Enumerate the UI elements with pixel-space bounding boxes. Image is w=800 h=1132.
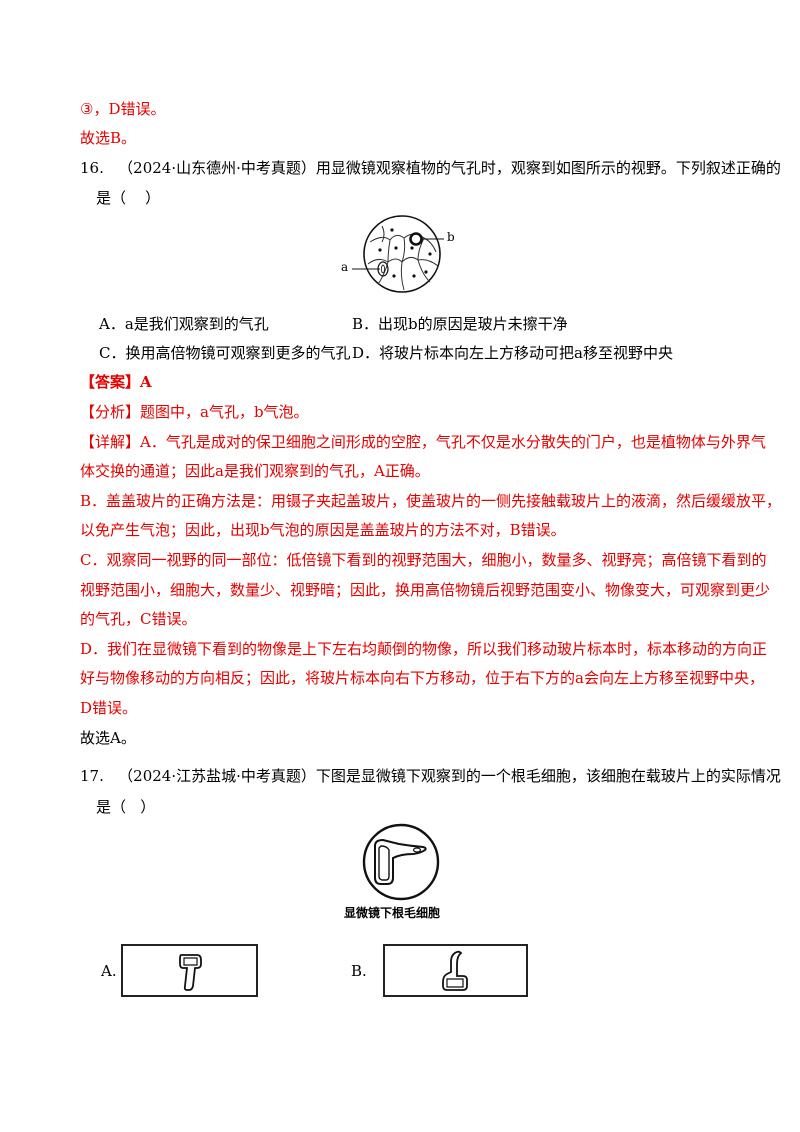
q16-option-c: C．换用高倍物镜可观察到更多的气孔 [99,344,351,362]
q16-option-a: A．a是我们观察到的气孔 [99,315,269,333]
q16-detail-line: B．盖盖玻片的正确方法是：用镊子夹起盖玻片，使盖玻片的一侧先接触载玻片上的液滴，… [80,492,782,510]
q16-conclusion: 故选A。 [80,729,136,747]
option-a-cell-drawing [179,954,202,991]
q16-option-b: B．出现b的原因是玻片未擦干净 [352,315,568,333]
q16-stem-line-2: 是（ ） [96,189,161,207]
q17-option-a-label: A. [101,962,117,980]
q16-answer: 【答案】A [80,373,152,391]
prev-line-2: 故选B。 [80,129,137,147]
q17-option-b-box [383,944,528,997]
q17-stem-line-2: 是（ ） [96,798,156,816]
q17-stem-line-1: 17. （2024·江苏盐城·中考真题）下图是显微镜下观察到的一个根毛细胞，该细… [80,767,781,785]
q16-detail-line: 【详解】A．气孔是成对的保卫细胞之间形成的空腔，气孔不仅是水分散失的门户，也是植… [80,433,766,451]
stomata-microscope-figure: a b [338,212,468,298]
q16-detail-line: 体交换的通道；因此a是我们观察到的气孔，A正确。 [80,462,430,480]
q16-detail-line: D错误。 [80,699,138,717]
q16-analysis: 【分析】题图中，a气孔，b气泡。 [80,403,309,421]
figure-label-a: a [341,260,349,274]
q16-detail-line: 以免产生气泡；因此，出现b气泡的原因是盖盖玻片的方法不对，B错误。 [80,521,566,539]
q16-detail-line: C．观察同一视野的同一部位：低倍镜下看到的视野范围大，细胞小，数量多、视野亮；高… [80,551,767,569]
figure-label-b: b [447,230,455,244]
q16-detail-line: D．我们在显微镜下看到的物像是上下左右均颠倒的物像，所以我们移动玻片标本时，标本… [80,640,768,658]
q16-stem-line-1: 16. （2024·山东德州·中考真题）用显微镜观察植物的气孔时，观察到如图所示… [80,159,781,177]
q17-figure-caption: 显微镜下根毛细胞 [344,906,441,920]
q16-detail-line: 好与物像移动的方向相反；因此，将玻片标本向右下方移动，位于右下方的a会向左上方移… [80,669,764,687]
q16-option-d: D．将玻片标本向左上方移动可把a移至视野中央 [352,344,673,362]
q17-option-a-box [121,944,258,997]
prev-line-1: ③，D错误。 [80,100,166,118]
q17-option-b-label: B. [351,962,367,980]
root-hair-cell-figure [361,822,441,902]
q16-detail-line: 视野范围小，细胞大，数量少、视野暗；因此，换用高倍物镜后视野范围变小、物像变大，… [80,581,771,599]
option-b-cell-drawing [442,950,468,991]
q16-detail-line: 的气孔，C错误。 [80,610,197,628]
